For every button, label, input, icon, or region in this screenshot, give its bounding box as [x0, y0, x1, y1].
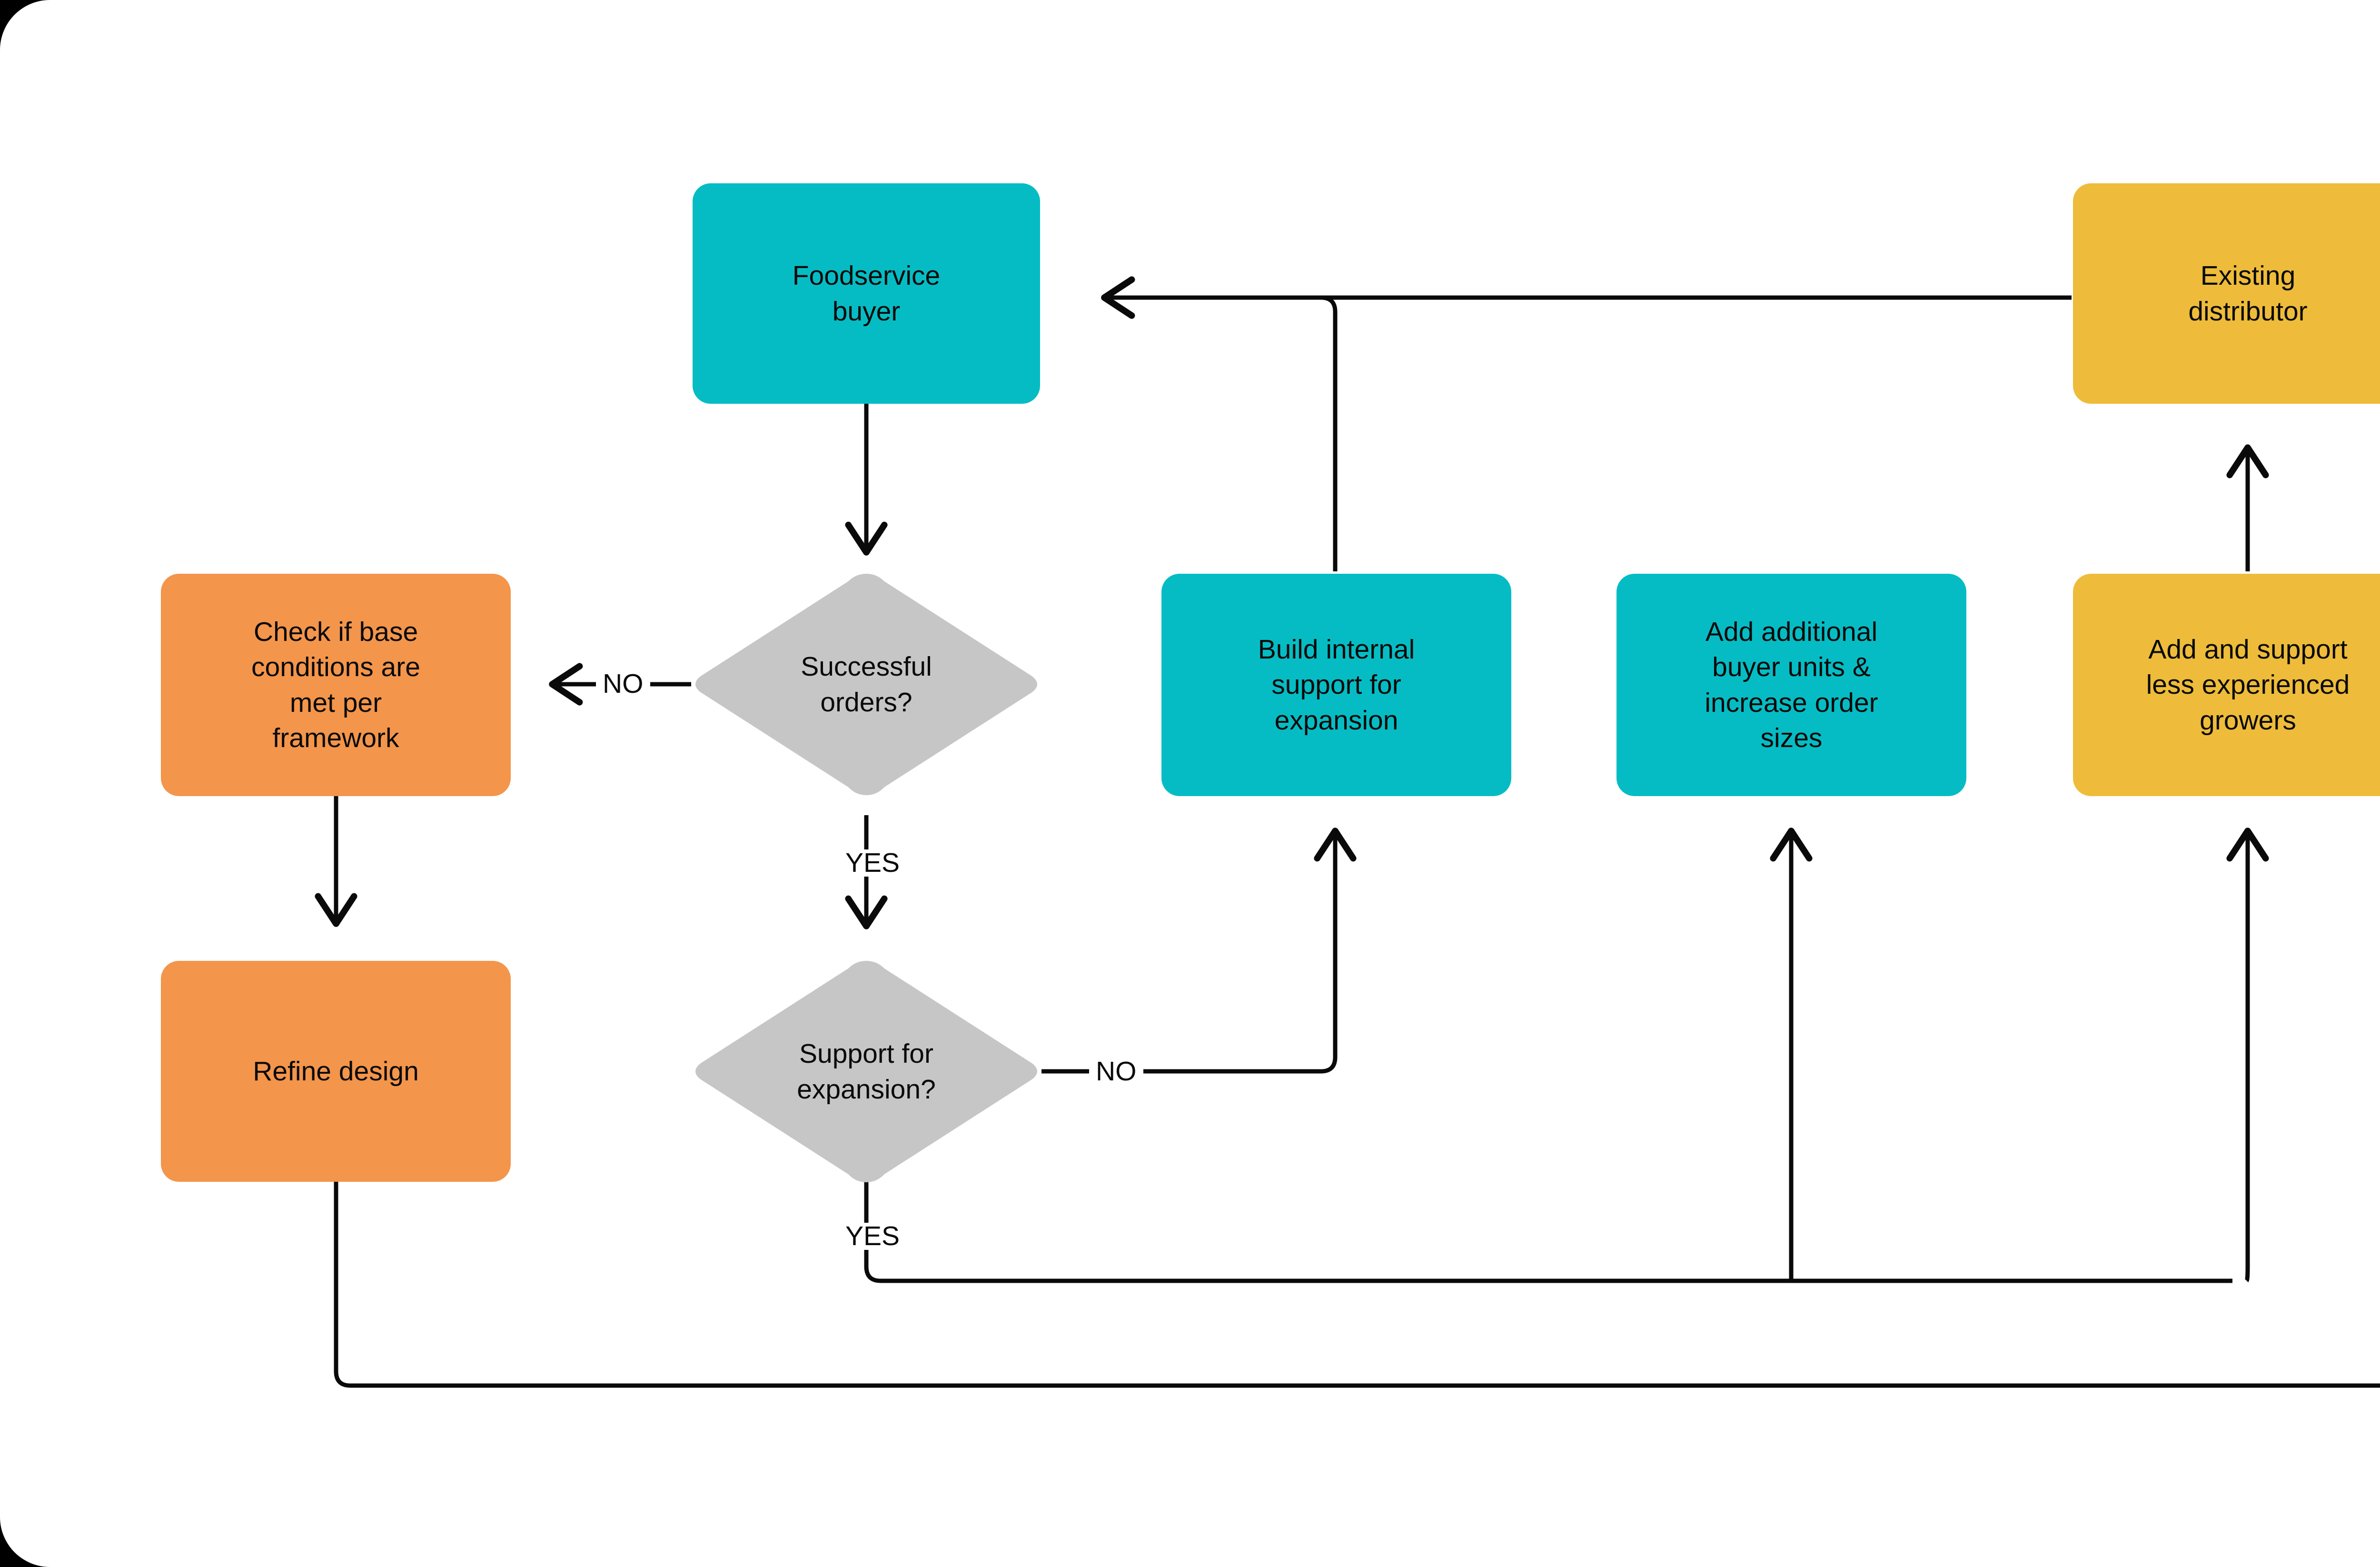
node-add-buyer-units[interactable]: Add additional buyer units & increase or…	[1616, 574, 1966, 796]
node-check-base-conditions[interactable]: Check if base conditions are met per fra…	[161, 574, 511, 796]
node-existing-distributor[interactable]: Existing distributor	[2073, 183, 2380, 404]
node-foodservice-buyer[interactable]: Foodservice buyer	[693, 183, 1040, 404]
node-label: Existing distributor	[2188, 260, 2308, 327]
edge-label-support-expansion-no: NO	[1089, 1058, 1143, 1085]
edge-label-successful-orders-yes: YES	[839, 849, 907, 877]
node-label: Support for expansion?	[797, 1038, 936, 1105]
edge-refine-to-reattempt	[334, 1182, 2380, 1388]
node-label: Check if base conditions are met per fra…	[251, 617, 420, 753]
node-add-support-growers[interactable]: Add and support less experienced growers	[2073, 574, 2380, 796]
edge-support-yes-rail	[864, 1160, 2232, 1283]
node-build-internal-support[interactable]: Build internal support for expansion	[1161, 574, 1511, 796]
edge-label-support-expansion-yes: YES	[839, 1223, 907, 1250]
node-label: Successful orders?	[801, 651, 932, 718]
node-refine-design[interactable]: Refine design	[161, 961, 511, 1182]
node-label: Refine design	[253, 1056, 419, 1087]
support-expansion-diamond-shape[interactable]	[695, 961, 1037, 1182]
edge-label-successful-orders-no: NO	[596, 670, 650, 698]
edge-rail-to-add-support-growers	[2226, 828, 2269, 1283]
node-support-for-expansion[interactable]: Support for expansion?	[690, 961, 1042, 1182]
node-label: Build internal support for expansion	[1258, 634, 1415, 736]
node-label: Add and support less experienced growers	[2146, 634, 2350, 736]
edge-support-no	[1041, 828, 1357, 1074]
successful-orders-diamond-shape[interactable]	[695, 574, 1037, 795]
node-label: Foodservice buyer	[792, 260, 941, 327]
node-label: Add additional buyer units & increase or…	[1705, 617, 1878, 753]
node-successful-orders[interactable]: Successful orders?	[690, 574, 1042, 795]
